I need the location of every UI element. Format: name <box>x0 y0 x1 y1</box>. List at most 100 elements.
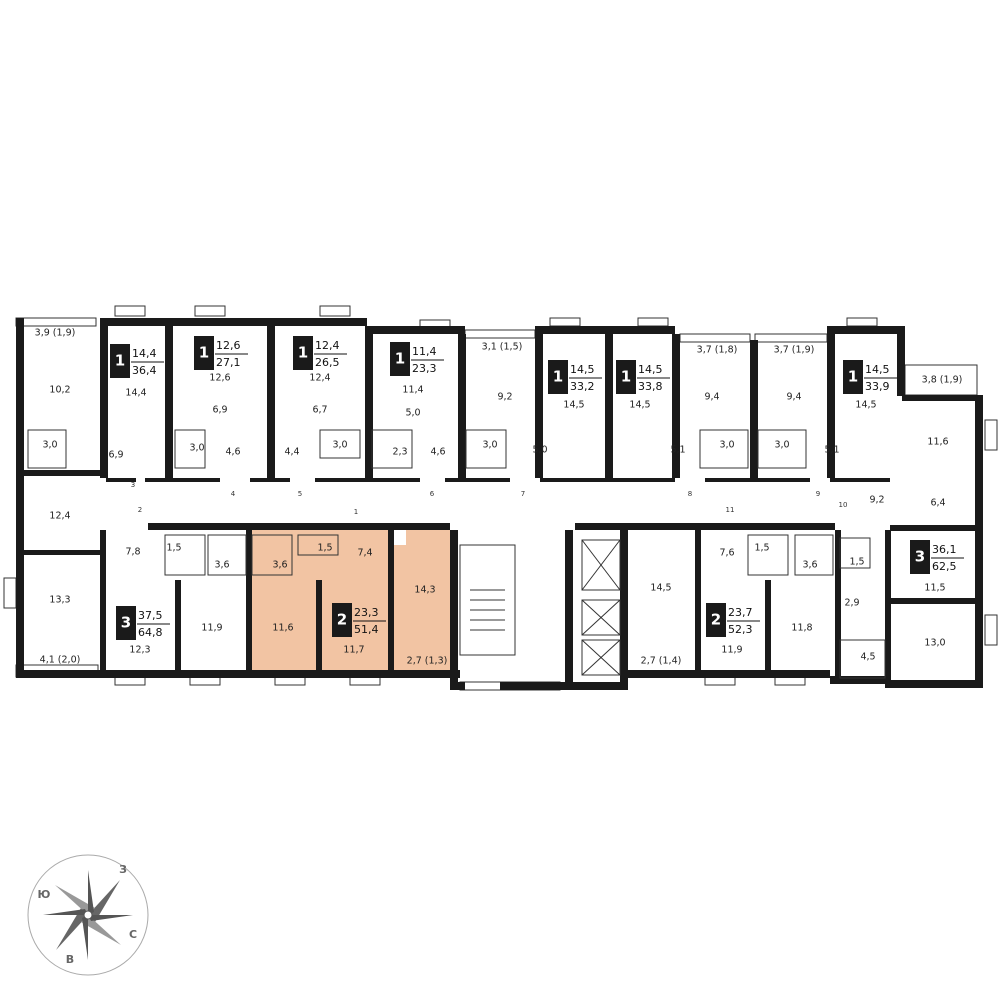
svg-text:14,4: 14,4 <box>132 347 157 360</box>
svg-text:3: 3 <box>915 548 925 566</box>
elevator-core <box>459 539 621 676</box>
room-label: 11,8 <box>791 623 812 634</box>
room-label: 14,3 <box>414 585 435 596</box>
room-label: 14,5 <box>650 583 671 594</box>
door-number: 1 <box>354 508 358 516</box>
room-label: 2,3 <box>392 447 407 458</box>
outer-walls <box>16 318 983 690</box>
room-label: 4,5 <box>860 652 875 663</box>
door-number: 3 <box>131 481 135 489</box>
room-label: 9,4 <box>704 392 719 403</box>
svg-text:11,4: 11,4 <box>412 345 437 358</box>
room-label: 3,6 <box>802 560 817 571</box>
room-label: 9,2 <box>497 392 512 403</box>
room-label: 2,7 (1,4) <box>641 656 682 667</box>
room-label: 9,2 <box>869 495 884 506</box>
compass-east: В <box>66 953 74 966</box>
svg-text:23,7: 23,7 <box>728 606 753 619</box>
room-label: 9,4 <box>786 392 801 403</box>
room-label: 2,7 (1,3) <box>407 656 448 667</box>
room-label: 1,5 <box>166 543 181 554</box>
room-label: 7,6 <box>719 548 734 559</box>
svg-text:52,3: 52,3 <box>728 623 753 636</box>
room-label: 14,5 <box>629 400 650 411</box>
room-label: 14,5 <box>855 400 876 411</box>
room-label: 5,0 <box>532 445 547 456</box>
svg-text:1: 1 <box>298 344 308 362</box>
room-label: 13,3 <box>49 595 70 606</box>
room-label: 12,4 <box>49 511 70 522</box>
svg-text:64,8: 64,8 <box>138 626 163 639</box>
svg-text:62,5: 62,5 <box>932 560 957 573</box>
room-label: 3,1 (1,5) <box>482 342 523 353</box>
svg-text:14,5: 14,5 <box>865 363 890 376</box>
door-numbers: 1 2 3 4 5 6 7 8 9 10 11 <box>131 481 848 516</box>
room-label: 3,0 <box>332 440 347 451</box>
room-label: 3,0 <box>42 440 57 451</box>
room-label: 3,7 (1,9) <box>774 345 815 356</box>
room-label: 12,3 <box>129 645 150 656</box>
svg-text:27,1: 27,1 <box>216 356 241 369</box>
svg-text:1: 1 <box>199 344 209 362</box>
apartment-badge[interactable]: 3 37,5 64,8 <box>116 606 170 640</box>
door-number: 7 <box>521 490 525 498</box>
room-label: 4,4 <box>284 447 299 458</box>
room-label: 3,0 <box>189 443 204 454</box>
svg-text:33,8: 33,8 <box>638 380 663 393</box>
room-label: 1,5 <box>754 543 769 554</box>
room-label: 1,5 <box>849 557 864 568</box>
door-number: 11 <box>726 506 735 514</box>
room-label: 3,0 <box>482 440 497 451</box>
svg-text:2: 2 <box>337 611 347 629</box>
room-label: 6,9 <box>108 450 123 461</box>
room-label: 6,9 <box>212 405 227 416</box>
highlighted-apartment[interactable] <box>252 530 458 675</box>
room-label: 11,6 <box>927 437 948 448</box>
door-number: 8 <box>688 490 692 498</box>
svg-text:1: 1 <box>115 352 125 370</box>
svg-text:36,1: 36,1 <box>932 543 957 556</box>
svg-text:33,9: 33,9 <box>865 380 890 393</box>
svg-text:12,4: 12,4 <box>315 339 340 352</box>
room-label: 2,9 <box>844 598 859 609</box>
room-label: 3,6 <box>214 560 229 571</box>
door-number: 6 <box>430 490 435 498</box>
room-label: 13,0 <box>924 638 945 649</box>
room-label: 11,4 <box>402 385 423 396</box>
svg-text:37,5: 37,5 <box>138 609 163 622</box>
room-label: 5,1 <box>824 445 839 456</box>
door-number: 5 <box>298 490 302 498</box>
door-number: 9 <box>816 490 820 498</box>
room-label: 11,7 <box>343 645 364 656</box>
room-label: 3,0 <box>774 440 789 451</box>
room-label: 7,4 <box>357 548 372 559</box>
svg-text:14,5: 14,5 <box>570 363 595 376</box>
svg-text:51,4: 51,4 <box>354 623 379 636</box>
svg-text:23,3: 23,3 <box>412 362 437 375</box>
room-label: 10,2 <box>49 385 70 396</box>
room-label: 12,4 <box>309 373 330 384</box>
apartment-badge[interactable]: 2 23,7 52,3 <box>706 603 760 637</box>
room-label: 6,7 <box>312 405 327 416</box>
door-number: 10 <box>839 501 848 509</box>
door-number: 2 <box>138 506 142 514</box>
room-label: 5,1 <box>670 445 685 456</box>
room-label: 3,9 (1,9) <box>35 328 76 339</box>
room-label: 4,6 <box>430 447 445 458</box>
room-label: 6,4 <box>930 498 945 509</box>
room-label: 3,6 <box>272 560 287 571</box>
svg-text:3: 3 <box>121 614 131 632</box>
svg-text:1: 1 <box>553 368 563 386</box>
room-label: 4,1 (2,0) <box>40 655 81 666</box>
apartment-badge[interactable]: 3 36,1 62,5 <box>910 540 964 574</box>
svg-text:2: 2 <box>711 611 721 629</box>
